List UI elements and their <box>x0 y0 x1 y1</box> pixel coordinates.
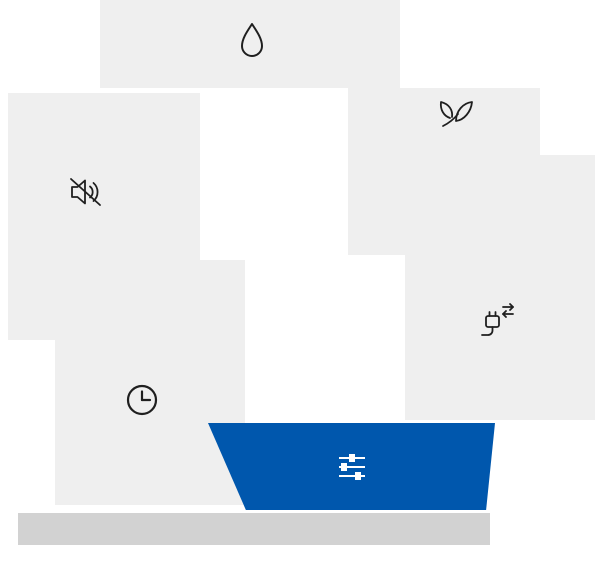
tile-settings[interactable] <box>208 423 495 510</box>
tile-time[interactable] <box>55 260 245 505</box>
speaker-mute-icon <box>67 174 109 210</box>
tile-water[interactable] <box>100 0 400 88</box>
tile-power-source[interactable] <box>405 155 595 420</box>
base-bar <box>18 513 490 545</box>
plug-swap-icon <box>477 302 517 342</box>
sliders-icon <box>336 452 368 482</box>
droplet-icon <box>235 20 269 64</box>
clock-icon <box>123 381 161 419</box>
leaves-icon <box>435 93 475 133</box>
